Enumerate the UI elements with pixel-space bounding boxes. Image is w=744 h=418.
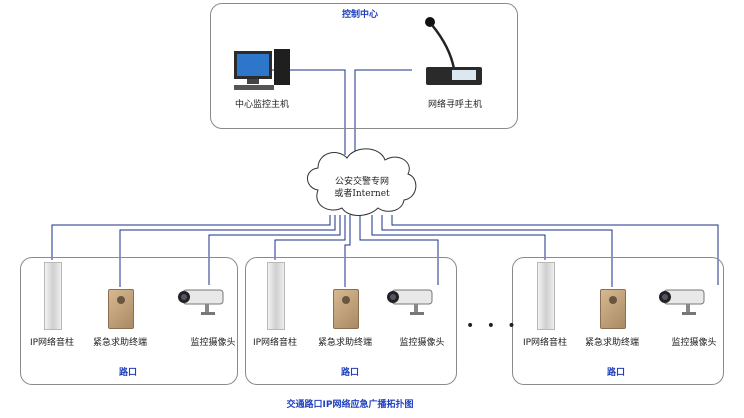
network-cloud-shape [307,148,417,216]
camera-icon [387,289,433,315]
network-line1: 公安交警专网 [334,177,389,187]
intersection-box-3 [512,257,724,385]
device-label: IP网络音柱 [252,338,298,348]
network-line2: 或者Internet [334,189,390,199]
host-label: 中心监控主机 [234,100,290,110]
device-label: IP网络音柱 [522,338,568,348]
intersection-title: 路口 [606,368,626,378]
speaker-column-icon [44,262,62,330]
device-label: IP网络音柱 [29,338,75,348]
intersection-title: 路口 [118,368,138,378]
intersection-title: 路口 [340,368,360,378]
speaker-column-icon [267,262,285,330]
device-label: 监控摄像头 [671,338,717,348]
device-label: 监控摄像头 [399,338,445,348]
camera-icon [659,289,705,315]
more-intersections-ellipsis: • • • [466,318,520,334]
speaker-column-icon [537,262,555,330]
network-cloud: 公安交警专网 或者Internet [318,176,406,200]
emergency-terminal-icon [600,289,626,329]
intersection-box-1 [20,257,238,385]
camera-icon [178,289,224,315]
device-label: 监控摄像头 [190,338,236,348]
control-center-box [210,3,518,129]
device-label: 紧急求助终端 [92,338,148,348]
control-center-title: 控制中心 [341,10,379,20]
device-label: 紧急求助终端 [317,338,373,348]
intersection-box-2 [245,257,457,385]
diagram-caption: 交通路口IP网络应急广播拓扑图 [286,400,414,410]
paging-microphone-icon [425,17,482,85]
computer-icon [234,49,290,90]
emergency-terminal-icon [333,289,359,329]
device-label: 紧急求助终端 [584,338,640,348]
paging-host-label: 网络寻呼主机 [427,100,483,110]
emergency-terminal-icon [108,289,134,329]
